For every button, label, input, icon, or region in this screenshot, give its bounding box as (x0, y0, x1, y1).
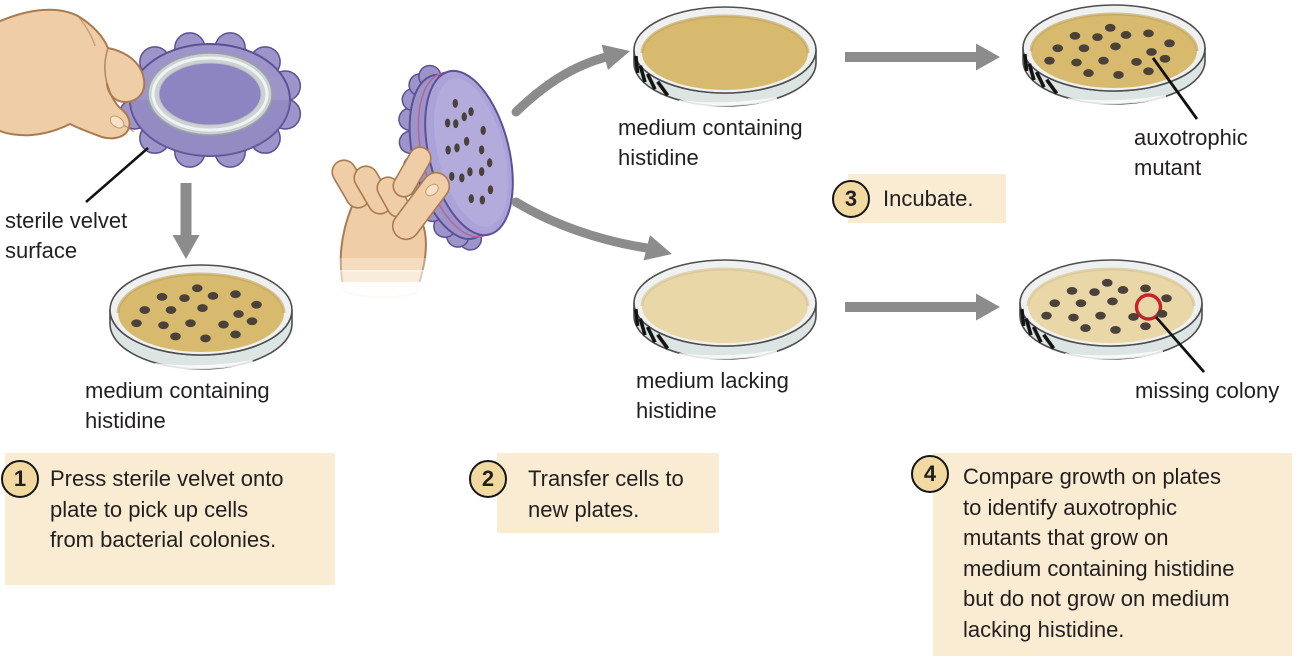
press-down-arrow (172, 183, 200, 259)
source-plate-label: medium containing histidine (85, 378, 270, 433)
incubated-plate-no-histidine (1019, 259, 1203, 360)
step-4-box (933, 453, 1292, 656)
step-1-box (5, 453, 335, 585)
replica-histidine-label: medium containing histidine (618, 115, 803, 170)
hand-holding-velvet-plate (0, 8, 146, 140)
step-2-text: Transfer cells to new plates. (528, 466, 684, 522)
step-3-text: Incubate. (883, 186, 974, 211)
step-4-text: Compare growth on plates to identify aux… (963, 464, 1235, 642)
step-1-text: Press sterile velvet onto plate to pick … (50, 466, 284, 552)
step-4-number-badge: 4 (911, 455, 949, 493)
step-3-box (848, 174, 1006, 223)
transfer-arrow-top (511, 44, 630, 117)
step-2-number-badge: 2 (469, 460, 507, 498)
velvet-covered-plate-illustration (118, 32, 302, 168)
replica-plate-histidine (633, 6, 817, 107)
incubated-plate-histidine (1022, 4, 1206, 105)
velvet-stamp-with-cells (398, 64, 514, 251)
auxotrophic-mutant-label: auxotrophic mutant (1134, 125, 1248, 180)
replica-plate-no-histidine (633, 259, 817, 360)
replica-no-histidine-label: medium lacking histidine (636, 368, 789, 423)
sterile-velvet-label: sterile velvet surface (5, 208, 128, 263)
missing-colony-label: missing colony (1135, 378, 1280, 403)
incubate-arrow-bottom (845, 293, 1000, 321)
auxotrophic-mutant-pointer-line (1151, 57, 1199, 120)
transfer-arrow-bottom (511, 197, 672, 261)
step-2-box (497, 453, 719, 533)
step-1-number-badge: 1 (1, 460, 39, 498)
missing-colony-pointer-line (1154, 316, 1206, 373)
step-3-number-badge: 3 (832, 180, 870, 218)
hand-holding-velvet-stamp (328, 146, 451, 306)
sterile-velvet-pointer-line (85, 147, 149, 203)
incubate-arrow-top (845, 43, 1000, 71)
source-plate-with-colonies (109, 264, 293, 370)
